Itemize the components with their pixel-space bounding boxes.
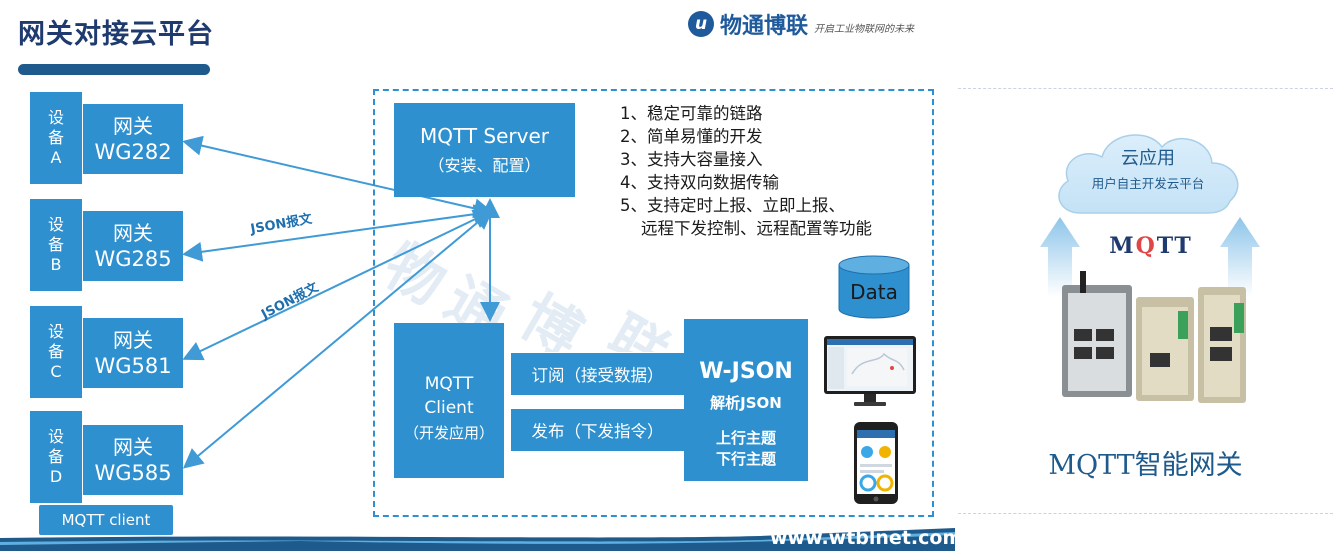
protocol-letter: Q	[1135, 233, 1157, 259]
upload-arrows-icon	[1040, 217, 1260, 297]
device-char: 设	[47, 215, 64, 234]
wjson-up-topic: 上行主题	[715, 429, 776, 447]
wjson-title: W-JSON	[699, 359, 793, 384]
feature-item: 2、简单易懂的开发	[620, 127, 763, 146]
gateway-model: WG585	[94, 461, 172, 485]
title-underline	[18, 64, 210, 75]
device-b-column: 设 备 B	[30, 199, 82, 291]
gateway-model: WG285	[94, 247, 172, 271]
mqtt-client-box	[394, 323, 504, 478]
gateway-wg585: 网关 WG585	[83, 425, 183, 495]
json-message-label: JSON报文	[259, 280, 321, 323]
cloud-platform-frame	[373, 89, 934, 517]
device-char: D	[49, 467, 63, 486]
protocol-letter: TT	[1156, 233, 1193, 259]
device-char: 设	[47, 322, 64, 341]
gateway-model: WG282	[94, 140, 172, 164]
gateway-devices-image	[1062, 271, 1246, 403]
cloud-app-subtitle: 用户自主开发云平台	[1091, 176, 1205, 191]
server-sub: （安装、配置）	[428, 156, 541, 175]
feature-item: 远程下发控制、远程配置等功能	[620, 219, 872, 238]
gateway-wg581: 网关 WG581	[83, 318, 183, 388]
footer-stripe	[0, 528, 955, 551]
device-char: 备	[47, 128, 64, 147]
client-name-line: Client	[424, 398, 474, 418]
feature-item: 1、稳定可靠的链路	[620, 104, 763, 123]
website-url: www.wtblnet.com	[770, 527, 955, 549]
device-char: 设	[47, 427, 64, 446]
server-name: MQTT Server	[419, 124, 550, 148]
device-a-column: 设 备 A	[30, 92, 82, 184]
feature-item: 5、支持定时上报、立即上报、	[620, 196, 845, 215]
gateway-model: WG581	[94, 354, 172, 378]
logo-text: 物通博联	[720, 14, 809, 39]
device-char: 备	[47, 447, 64, 466]
protocol-letter: M	[1109, 233, 1136, 259]
device-char: 备	[47, 235, 64, 254]
database-icon	[838, 255, 910, 319]
feature-item: 3、支持大容量接入	[620, 150, 763, 169]
wjson-parse: 解析JSON	[710, 394, 782, 412]
gateway-label: 网关	[113, 114, 153, 138]
device-c-column: 设 备 C	[30, 306, 82, 398]
json-message-label: JSON报文	[249, 211, 314, 238]
gateway-wg285: 网关 WG285	[83, 211, 183, 281]
device-char: A	[50, 148, 62, 167]
logo-mark-icon: u	[688, 11, 714, 37]
device-d-column: 设 备 D	[30, 411, 82, 503]
page-title: 网关对接云平台	[18, 19, 214, 50]
mqtt-server-box: MQTT Server （安装、配置）	[394, 103, 575, 197]
device-char: C	[50, 362, 62, 381]
device-char: 备	[47, 342, 64, 361]
device-char: 设	[47, 108, 64, 127]
mqtt-client-label: MQTT client	[38, 504, 174, 536]
phone-icon	[854, 422, 898, 504]
product-panel: 云应用 用户自主开发云平台 MQTT	[958, 88, 1333, 514]
brand-logo: u 物通博联 开启工业物联网的未来	[688, 8, 914, 40]
gateway-label: 网关	[113, 221, 153, 245]
publish-box: 发布（下发指令）	[510, 408, 685, 452]
client-sub: （开发应用）	[403, 424, 494, 442]
mqtt-protocol-label: MQTT	[1106, 233, 1196, 259]
cloud-icon	[1058, 134, 1239, 214]
client-name-line: MQTT	[424, 374, 474, 394]
subscribe-box: 订阅（接受数据）	[510, 352, 685, 396]
client-name: MQTT Client	[394, 372, 504, 420]
slide: 物 通 博 联 网关对接云平台 u 物通博联 开启工业物联网的未来 设 备 A …	[0, 8, 955, 551]
feature-list: 1、稳定可靠的链路 2、简单易懂的开发 3、支持大容量接入 4、支持双向数据传输…	[620, 102, 872, 240]
logo-slogan: 开启工业物联网的未来	[814, 23, 915, 35]
device-char: B	[50, 255, 62, 274]
feature-item: 4、支持双向数据传输	[620, 173, 779, 192]
monitor-icon	[824, 336, 916, 406]
cloud-app-title: 云应用	[1121, 148, 1175, 169]
gateway-label: 网关	[113, 435, 153, 459]
wjson-box: W-JSON 解析JSON 上行主题 下行主题	[684, 319, 808, 481]
gateway-label: 网关	[113, 328, 153, 352]
wjson-down-topic: 下行主题	[715, 450, 776, 468]
product-title: MQTT智能网关	[1048, 450, 1243, 481]
gateway-wg282: 网关 WG282	[83, 104, 183, 174]
database-label: Data	[850, 280, 898, 304]
